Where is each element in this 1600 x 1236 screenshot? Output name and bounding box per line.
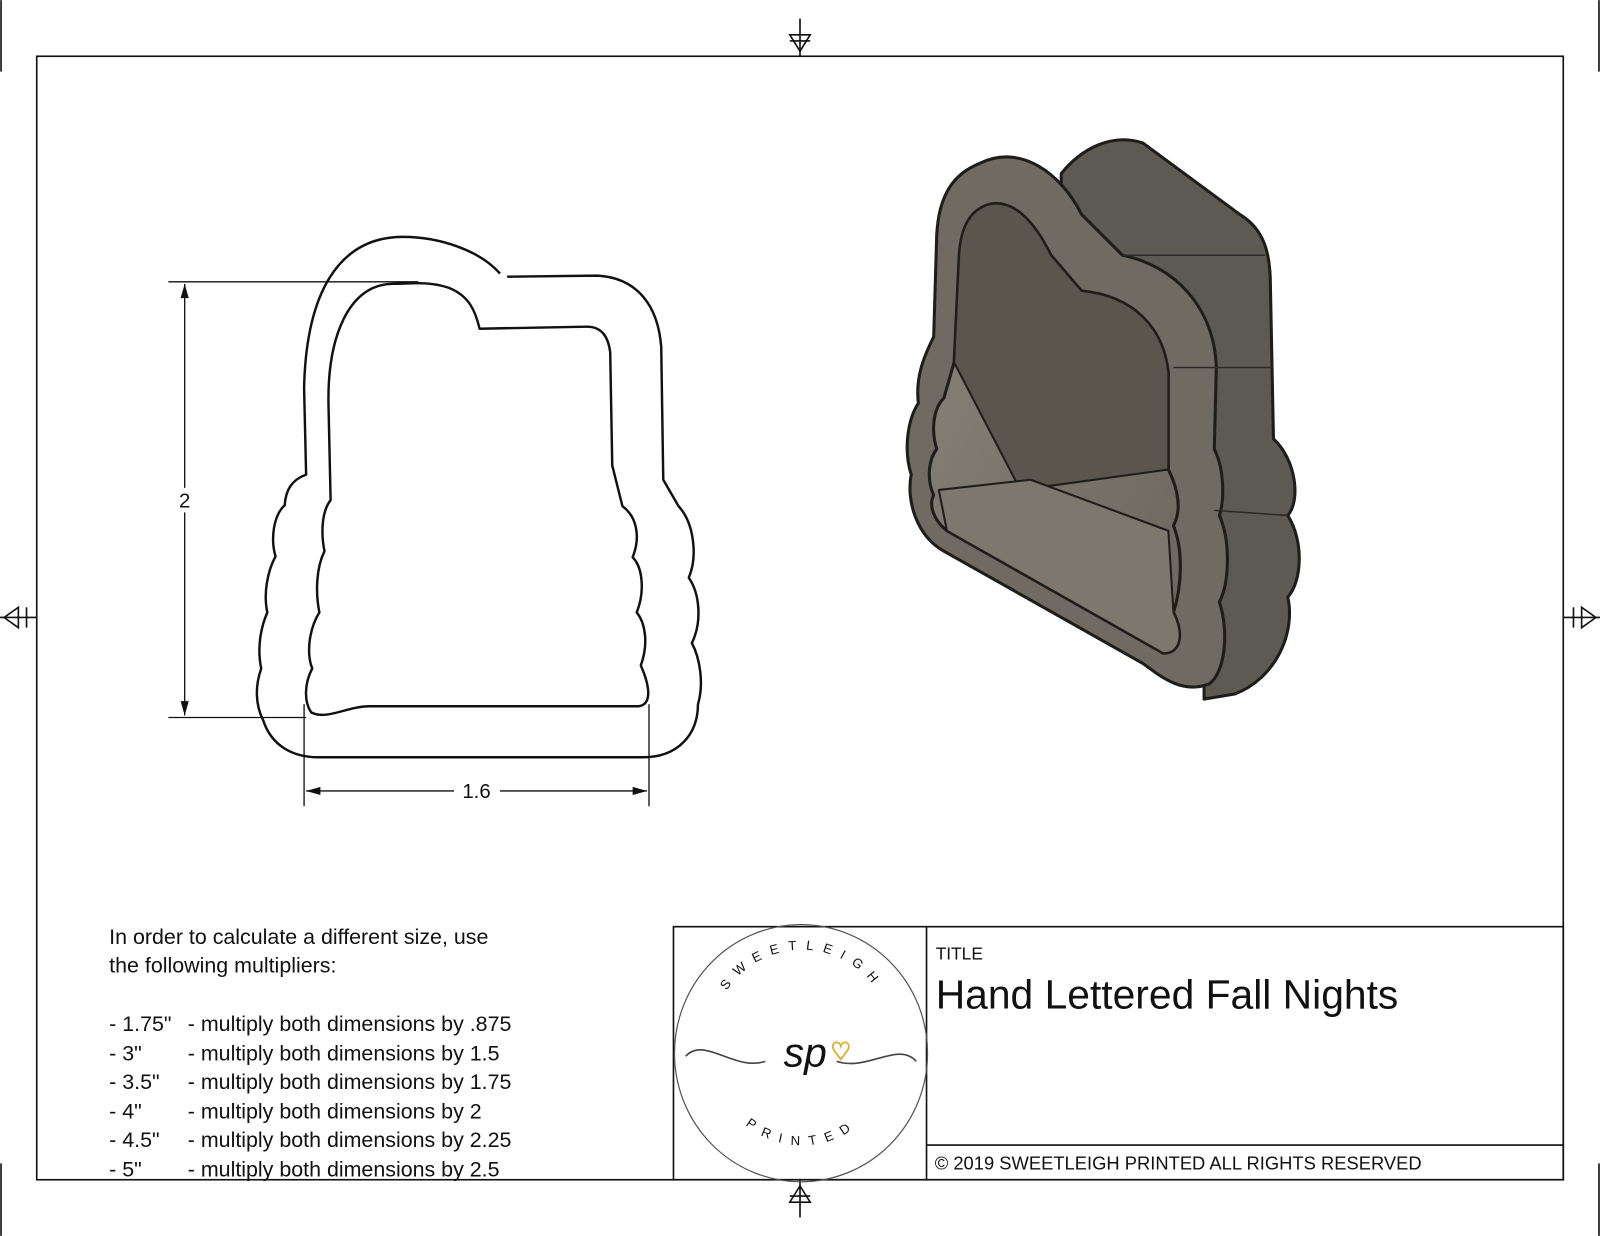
multiplier-text: - multiply both dimensions by 2.25: [188, 1128, 512, 1152]
multiplier-size: - 5": [109, 1158, 142, 1182]
multiplier-text: - multiply both dimensions by 1.5: [188, 1041, 500, 1065]
cutter-inner-outline: [304, 281, 650, 717]
multiplier-size: - 4.5": [109, 1128, 159, 1152]
logo-monogram: sp: [784, 1029, 827, 1075]
multiplier-size: - 3.5": [109, 1070, 159, 1094]
multiplier-size: - 1.75": [109, 1012, 171, 1036]
instructions-intro-line2: the following multipliers:: [109, 954, 336, 978]
instructions-intro-line1: In order to calculate a different size, …: [109, 925, 488, 949]
center-marker-right: [1563, 605, 1600, 630]
cutter-3d-model: [905, 138, 1301, 701]
center-marker-top: [788, 18, 812, 57]
cutter-outline-view: 2 1.6: [168, 235, 703, 807]
multiplier-text: - multiply both dimensions by 2.5: [188, 1158, 500, 1182]
multiplier-size: - 3": [109, 1041, 142, 1065]
multiplier-text: - multiply both dimensions by 1.75: [188, 1070, 512, 1094]
heart-icon: [831, 1041, 850, 1061]
multiplier-text: - multiply both dimensions by .875: [188, 1012, 512, 1036]
height-dimension-label: 2: [179, 490, 190, 512]
sweetleigh-logo: SWEETLEIGH PRINTED sp: [673, 924, 929, 1183]
center-marker-left: [0, 605, 37, 630]
copyright-notice: © 2019 SWEETLEIGH PRINTED ALL RIGHTS RES…: [935, 1153, 1422, 1174]
multiplier-size: - 4": [109, 1100, 142, 1124]
title-label: TITLE: [936, 943, 983, 963]
width-dimension-label: 1.6: [462, 781, 490, 803]
model-floor: [937, 478, 1181, 655]
svg-text:SWEETLEIGH: SWEETLEIGH: [717, 937, 887, 992]
center-marker-bottom: [788, 1179, 812, 1218]
title-block: TITLE Hand Lettered Fall Nights © 2019 S…: [672, 924, 1565, 1183]
model-inner-wall: [953, 202, 1170, 491]
multiplier-text: - multiply both dimensions by 2: [188, 1100, 482, 1124]
svg-text:PRINTED: PRINTED: [744, 1115, 861, 1148]
size-instructions: In order to calculate a different size, …: [109, 925, 511, 1182]
drawing-title: Hand Lettered Fall Nights: [936, 971, 1399, 1017]
cutter-outer-outline: [255, 235, 703, 759]
